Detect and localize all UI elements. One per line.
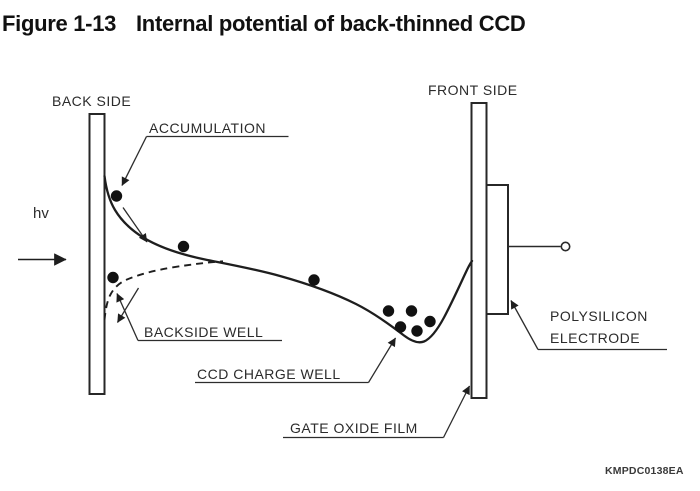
electron-dot [107, 271, 119, 284]
electron-dot [405, 305, 418, 317]
backside-well-leader-arrow [116, 293, 139, 341]
gate-oxide-film-label: GATE OXIDE FILM [290, 420, 418, 436]
backside-drift-arrow [116, 287, 140, 323]
backside-well-callout: BACKSIDE WELL [116, 293, 282, 342]
gate-oxide-film-callout: GATE OXIDE FILM [283, 385, 471, 439]
ccd-charge-well-leader-arrow [367, 337, 397, 383]
polysilicon-leader-arrow [510, 300, 539, 350]
backside-well-dashed-curve [103, 260, 224, 321]
potential-curve [103, 174, 474, 344]
photon-label: hv [33, 205, 49, 222]
accumulation-callout: ACCUMULATION [121, 120, 289, 186]
front-side-label: FRONT SIDE [428, 82, 518, 98]
electron-dot [394, 321, 407, 333]
electron-dots [107, 190, 436, 337]
figure-number: Figure 1-13 [2, 11, 116, 36]
electron-dot [308, 274, 320, 286]
gate-oxide-film-leader-arrow [442, 385, 471, 438]
electron-dot [382, 305, 395, 317]
backside-well-label: BACKSIDE WELL [144, 324, 263, 340]
document-code: KMPDC0138EA [605, 465, 684, 477]
electron-dot [110, 190, 123, 202]
polysilicon-electrode-callout: POLYSILICON ELECTRODE [510, 300, 667, 351]
accumulation-leader-arrow [121, 136, 148, 186]
electrode-terminal-circle [560, 241, 571, 252]
polysilicon-label-line2: ELECTRODE [550, 330, 640, 346]
back-side-wafer-bar [88, 113, 106, 395]
ccd-charge-well-label: CCD CHARGE WELL [197, 366, 341, 382]
ccd-charge-well-callout: CCD CHARGE WELL [195, 337, 397, 384]
accumulation-label: ACCUMULATION [149, 120, 266, 136]
polysilicon-electrode-rect [485, 184, 509, 315]
polysilicon-label-line1: POLYSILICON [550, 308, 648, 324]
front-side-wafer-bar [470, 102, 488, 399]
back-side-label: BACK SIDE [52, 93, 131, 109]
electron-dot [177, 240, 190, 253]
electron-dot [424, 315, 436, 328]
electron-dot [411, 325, 423, 337]
electron-drift-arrow [122, 207, 148, 243]
figure-title: Internal potential of back-thinned CCD [136, 11, 526, 36]
